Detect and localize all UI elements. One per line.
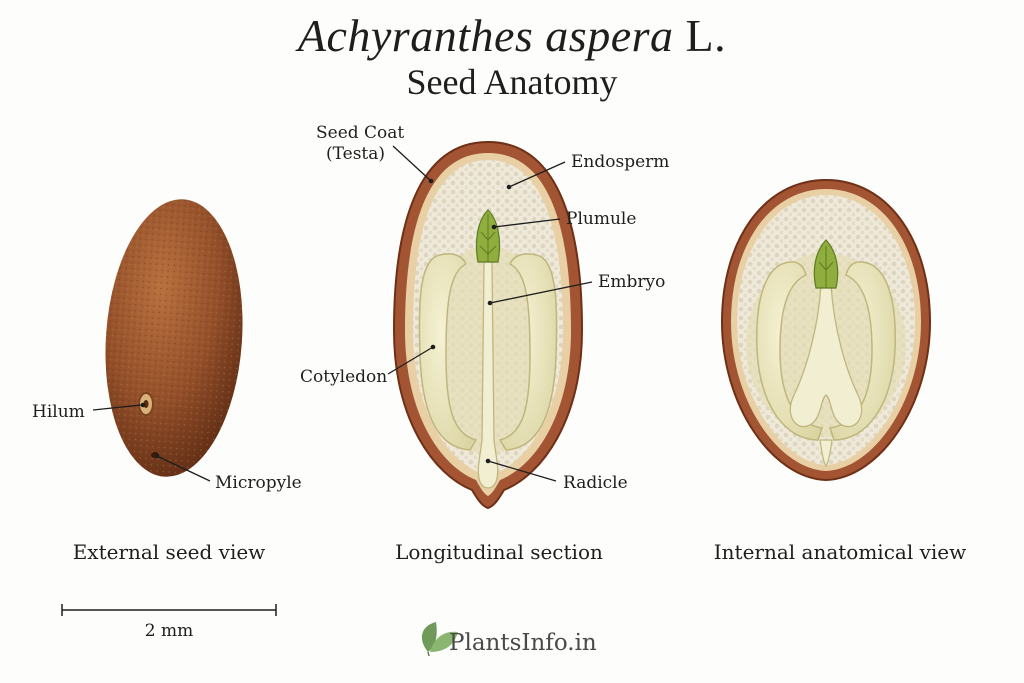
embryo-leader-dot [487, 300, 493, 306]
internal-view [720, 178, 932, 482]
embryo-axis [477, 261, 499, 489]
scale-bar: 2 mm [61, 604, 277, 641]
cotyledon-label: Cotyledon [300, 367, 387, 387]
title-author: L. [685, 10, 727, 61]
radicle-leader [487, 460, 557, 482]
endosperm-leader [508, 161, 566, 188]
brand-name: PlantsInfo.in [449, 630, 597, 656]
longitudinal-section [392, 140, 584, 510]
title-species: Achyranthes aspera [297, 10, 674, 61]
internal-plumule-detail [818, 246, 834, 288]
endosperm-leader-dot [506, 184, 512, 190]
plumule-leader-dot [491, 224, 497, 230]
radicle-label: Radicle [563, 473, 628, 493]
micropyle-leader [156, 455, 211, 482]
caption-external: External seed view [73, 540, 266, 564]
cotyledon-left [418, 253, 478, 451]
external-seed-texture [105, 199, 243, 477]
plumule-detail [479, 214, 497, 262]
micropyle-label: Micropyle [215, 473, 302, 493]
cotyledon-right [498, 253, 558, 451]
radicle-leader-dot [485, 458, 491, 464]
hilum-label: Hilum [32, 402, 85, 422]
seed-coat-label-line2: (Testa) [326, 144, 385, 164]
title-block: Achyranthes aspera L. Seed Anatomy [0, 8, 1024, 102]
internal-embryo-axis [789, 284, 863, 428]
leaf-icon [421, 622, 458, 657]
seed-coat-label-line1: Seed Coat [316, 123, 404, 143]
cotyledon-leader-dot [430, 344, 436, 350]
seed-coat-leader [392, 145, 432, 182]
title-subtitle: Seed Anatomy [406, 62, 618, 102]
external-seed [105, 199, 243, 477]
endosperm-label: Endosperm [571, 152, 669, 172]
scale-bar-label: 2 mm [145, 621, 193, 641]
caption-internal: Internal anatomical view [714, 540, 966, 564]
title-species-line: Achyranthes aspera L. [0, 8, 1024, 64]
brand: PlantsInfo.in [421, 622, 597, 657]
hilum-leader-dot [140, 402, 146, 408]
internal-radicle [819, 439, 833, 468]
plumule-leader [493, 218, 561, 228]
plumule-label: Plumule [566, 209, 636, 229]
cotyledon-leader [387, 346, 434, 375]
embryo-label: Embryo [598, 272, 665, 292]
micropyle-leader-dot [154, 453, 160, 459]
embryo-leader [489, 281, 593, 304]
seed-coat-leader-dot [428, 178, 434, 184]
hilum-leader [92, 404, 142, 411]
caption-longitudinal: Longitudinal section [395, 540, 603, 564]
